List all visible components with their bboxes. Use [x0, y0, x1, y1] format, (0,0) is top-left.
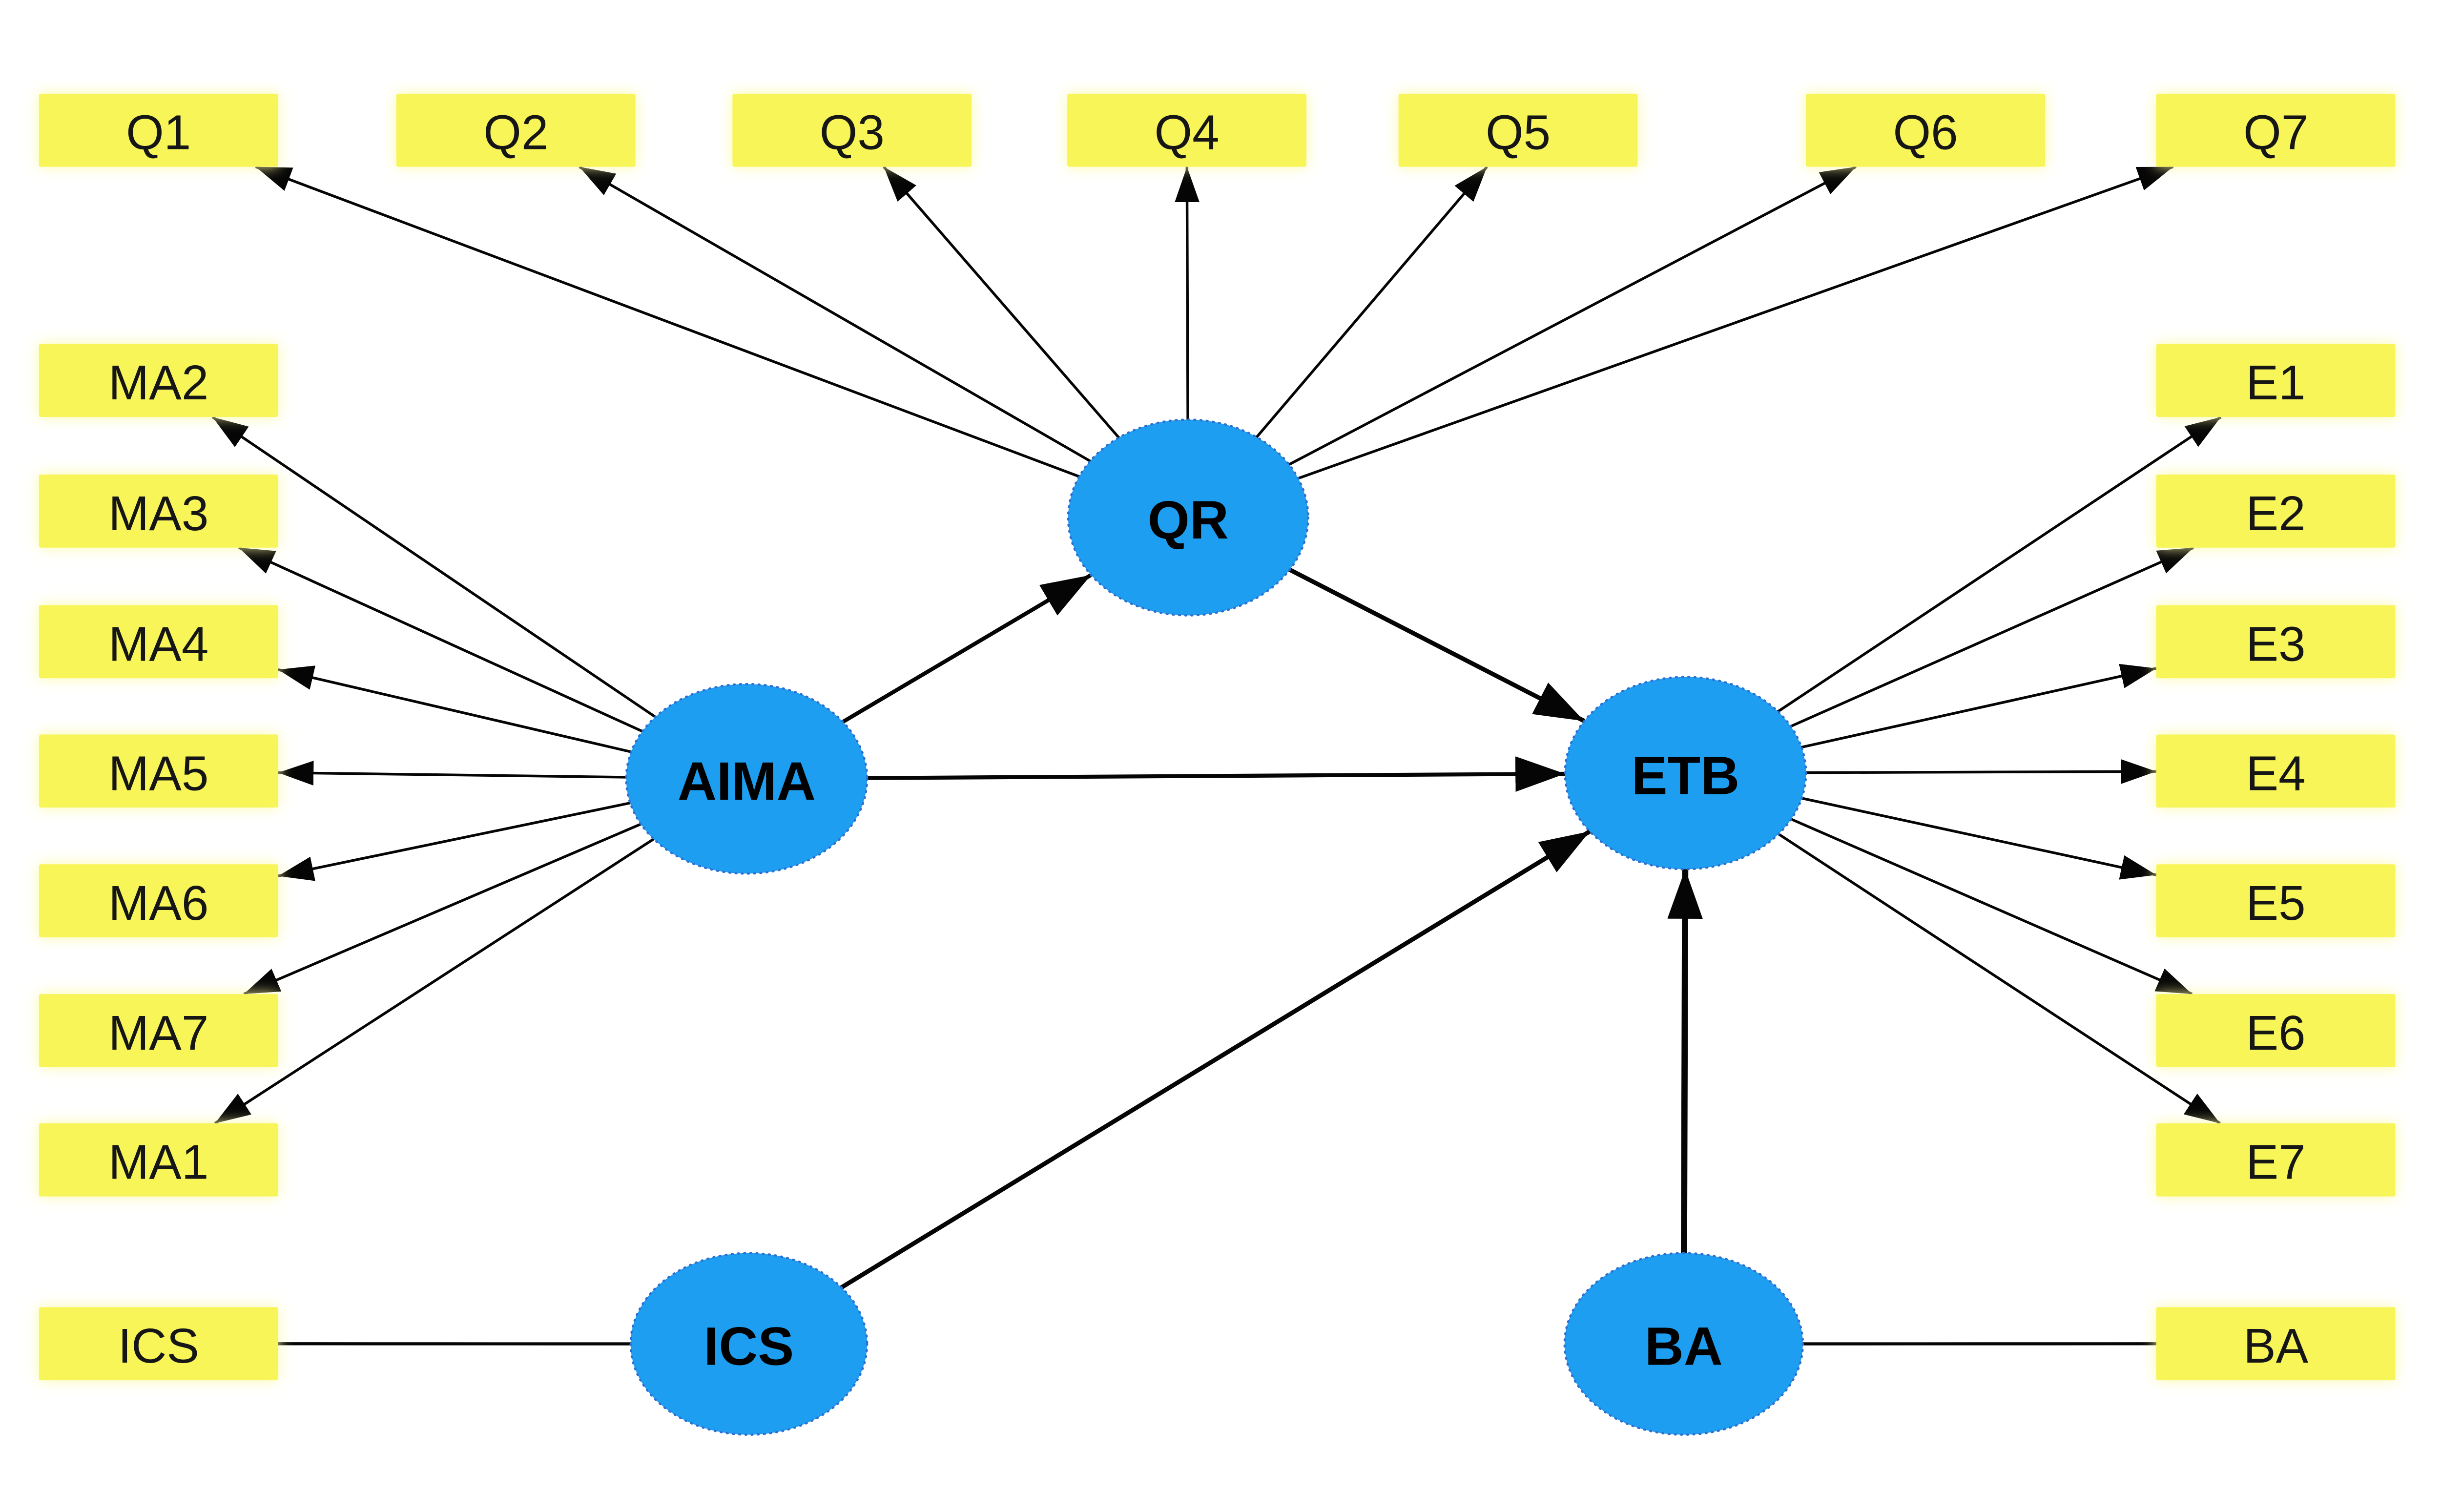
indicator-label-MA6: MA6 — [108, 876, 208, 931]
indicator-label-MA1: MA1 — [108, 1136, 208, 1190]
indicator-label-Q3: Q3 — [820, 106, 885, 160]
indicator-label-MA4: MA4 — [108, 617, 208, 671]
indicator-label-E1: E1 — [2246, 356, 2306, 410]
indicator-label-MA3: MA3 — [108, 487, 208, 541]
indicator-box-MA4 — [39, 605, 278, 679]
indicator-label-BA_box: BA — [2243, 1319, 2309, 1373]
indicator-box-MA7 — [39, 994, 278, 1067]
edge-QR-Q1 — [255, 166, 1189, 519]
latent-label-QR: QR — [1148, 490, 1229, 550]
latent-node-ICS — [629, 1252, 869, 1436]
latent-label-AIMA: AIMA — [678, 751, 816, 811]
indicator-box-E3 — [2156, 605, 2396, 679]
indicator-box-MA1 — [39, 1123, 278, 1197]
indicator-label-MA2: MA2 — [108, 356, 208, 410]
indicator-box-Q3 — [732, 93, 972, 167]
latent-node-ETB — [1564, 676, 1807, 870]
edge-ICS-ETB — [747, 829, 1591, 1346]
indicator-label-E2: E2 — [2246, 487, 2306, 541]
indicator-box-Q4 — [1067, 93, 1306, 167]
indicator-box-E5 — [2156, 864, 2396, 937]
indicator-label-Q7: Q7 — [2243, 106, 2308, 160]
indicator-box-E6 — [2156, 994, 2396, 1067]
indicator-box-Q1 — [39, 93, 278, 167]
indicator-box-BA_box — [2156, 1307, 2396, 1381]
indicator-box-MA6 — [39, 864, 278, 937]
indicator-box-E4 — [2156, 734, 2396, 808]
edge-QR-Q7 — [1187, 166, 2174, 519]
indicator-box-Q6 — [1806, 93, 2046, 167]
indicator-label-Q4: Q4 — [1155, 106, 1220, 160]
indicator-label-MA5: MA5 — [108, 746, 208, 801]
indicator-box-Q5 — [1398, 93, 1638, 167]
indicator-label-E6: E6 — [2246, 1006, 2306, 1060]
indicator-label-Q2: Q2 — [483, 106, 548, 160]
indicator-box-MA2 — [39, 344, 278, 417]
nodes-layer — [39, 93, 2396, 1436]
latent-node-AIMA — [625, 683, 869, 875]
edge-QR-Q2 — [579, 166, 1189, 519]
indicator-label-Q6: Q6 — [1893, 106, 1958, 160]
indicator-label-Q5: Q5 — [1486, 106, 1551, 160]
indicator-box-E2 — [2156, 475, 2396, 548]
latent-label-ICS: ICS — [704, 1317, 794, 1377]
indicator-label-MA7: MA7 — [108, 1006, 208, 1060]
latent-label-BA: BA — [1645, 1317, 1723, 1377]
indicator-label-E3: E3 — [2246, 617, 2306, 671]
indicator-box-Q7 — [2156, 93, 2396, 167]
edge-AIMA-ETB — [746, 756, 1565, 792]
latent-node-QR — [1067, 418, 1309, 617]
indicator-box-Q2 — [396, 93, 636, 167]
indicator-box-ICS_box — [39, 1307, 278, 1381]
indicator-box-E7 — [2156, 1123, 2396, 1197]
indicator-label-E5: E5 — [2246, 876, 2306, 931]
edges-layer — [158, 166, 2276, 1346]
indicator-box-MA5 — [39, 734, 278, 808]
indicator-label-E7: E7 — [2246, 1136, 2306, 1190]
indicator-label-E4: E4 — [2246, 746, 2306, 801]
edge-QR-Q6 — [1187, 166, 1857, 519]
latent-node-BA — [1563, 1252, 1804, 1436]
indicator-box-E1 — [2156, 344, 2396, 417]
indicator-label-ICS_box: ICS — [118, 1319, 199, 1373]
indicator-box-MA3 — [39, 475, 278, 548]
indicator-label-Q1: Q1 — [126, 106, 191, 160]
latent-label-ETB: ETB — [1632, 746, 1739, 806]
